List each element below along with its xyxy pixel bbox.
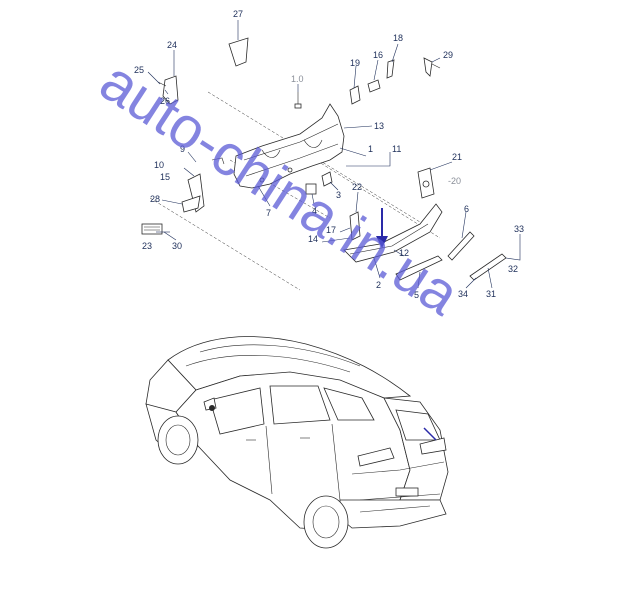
callout-22: 22 [352,182,362,192]
callout-25: 25 [134,65,144,75]
callout-34: 34 [458,289,468,299]
callout-7: 7 [266,208,271,218]
rear-bumper-cover [233,103,345,189]
watermark-text: auto-china.in.ua [89,48,471,328]
callout-15: 15 [160,172,170,182]
part-6-strip [447,231,475,261]
callout-20: -20 [448,176,461,186]
callout-27: 27 [233,9,243,19]
callout-9: 9 [180,144,185,154]
indicator-arrow [376,208,388,248]
part-31-strip [469,253,507,281]
suv-outline-drawing [145,336,449,549]
callout-17: 17 [326,225,336,235]
part-19-clip [349,85,361,105]
part-16-clip [367,79,381,93]
callout-16: 16 [373,50,383,60]
part-4-block [305,183,317,195]
callout-31: 31 [486,289,496,299]
callout-5: 5 [414,290,419,300]
callout-3: 3 [336,190,341,200]
callout-30: 30 [172,241,182,251]
part-2-lower-valance [343,203,443,263]
callout-33: 33 [514,224,524,234]
part-27-panel [228,37,249,67]
callout-21: 21 [452,152,462,162]
part-28-lamp [181,195,201,213]
callout-14: 14 [308,234,318,244]
callout-1: 1 [368,144,373,154]
part-18-clip [386,59,395,79]
part-22-clip [349,211,361,241]
part-1-0-screw [294,92,302,109]
part-24-bracket [157,75,179,105]
callout-26: 26 [160,96,170,106]
callout-32: 32 [508,264,518,274]
projection-lines [149,91,441,291]
callout-11: 11 [392,144,401,154]
part-5-strip [395,255,443,281]
callout-13: 13 [374,121,384,131]
watermark: auto-china.in.ua [89,48,471,328]
callouts: 27 24 25 26 18 16 19 29 1.0 13 1 11 9 10… [134,9,524,300]
callout-1-0: 1.0 [291,74,304,84]
callout-12: 12 [399,248,409,258]
callout-19: 19 [350,58,360,68]
callout-24: 24 [167,40,177,50]
callout-2: 2 [376,280,381,290]
callout-28: 28 [150,194,160,204]
callout-6: 6 [464,204,469,214]
part-21-bracket [417,167,435,199]
part-3-clip [321,171,333,187]
callout-10: 10 [154,160,164,170]
part-23-pad [141,223,163,235]
callout-18: 18 [393,33,403,43]
leader-lines [147,20,521,289]
callout-4: 4 [312,206,317,216]
callout-29: 29 [443,50,453,60]
part-29-bracket [423,57,441,77]
callout-23: 23 [142,241,152,251]
